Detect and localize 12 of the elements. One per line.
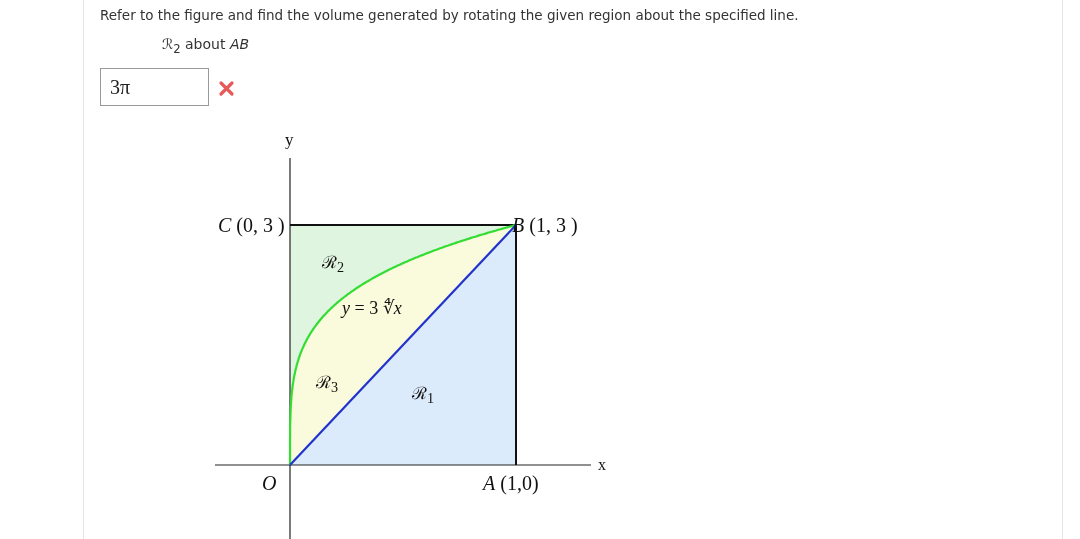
question-text: Refer to the figure and find the volume generated by rotating the given region about the specified line. xyxy=(100,7,799,23)
equation-label: y = 3 ∜x xyxy=(342,299,402,319)
point-label: O xyxy=(262,472,277,494)
point-label: C (0, 3 ) xyxy=(218,214,285,236)
region-label: ℛ$_{1}$ xyxy=(412,385,435,407)
axis-label: y xyxy=(285,131,294,150)
subquestion-text: ℛ$_{2}$ about AB xyxy=(162,37,250,56)
region-label: ℛ$_{2}$ xyxy=(322,254,345,276)
region-label: ℛ$_{3}$ xyxy=(316,374,339,396)
point-label: A (1,0) xyxy=(483,472,539,494)
axis-label: x xyxy=(598,456,606,474)
answer-field: 3π xyxy=(100,68,209,106)
